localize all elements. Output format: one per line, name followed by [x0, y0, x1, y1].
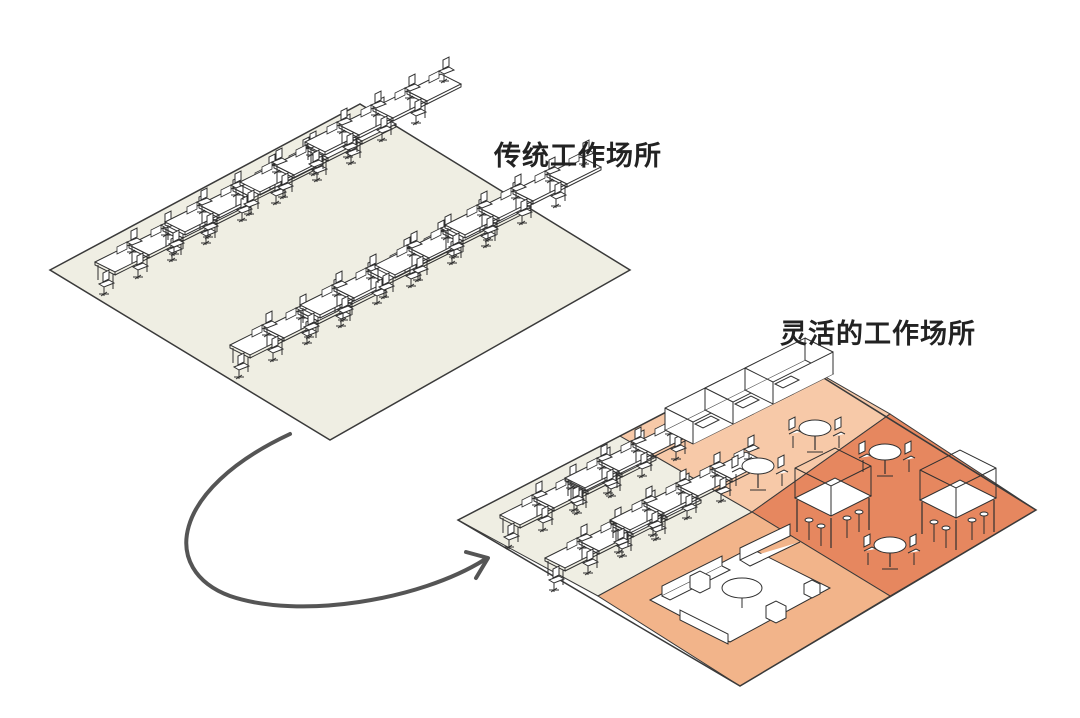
traditional-floor — [48, 57, 632, 441]
flexible-floor — [456, 337, 1038, 687]
flexible-workplace-label: 灵活的工作场所 — [780, 319, 976, 350]
traditional-workplace-label: 传统工作场所 — [494, 141, 662, 172]
curved-arrow-icon — [184, 432, 490, 609]
lounge-sofa-icon — [648, 523, 832, 645]
